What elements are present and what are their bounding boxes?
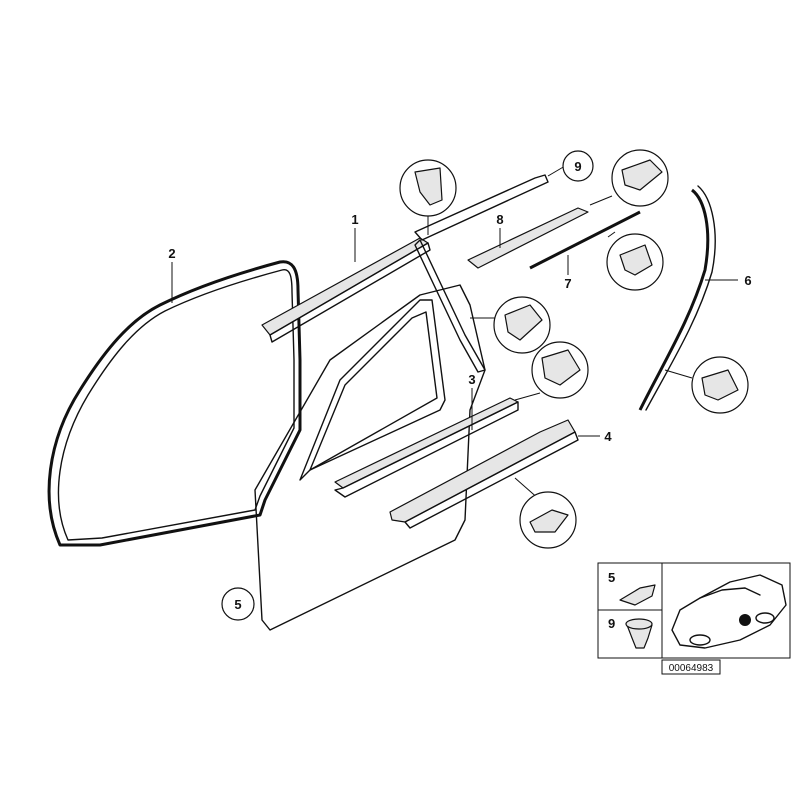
- label-9: 9: [574, 159, 581, 174]
- location-marker: [739, 614, 751, 626]
- part-4-sill-trim: [389, 419, 579, 529]
- inset-label-5: 5: [608, 570, 615, 585]
- diagram-code: 00064983: [669, 663, 714, 674]
- inset-label-9: 9: [608, 616, 615, 631]
- label-6: 6: [744, 273, 751, 288]
- part-6-vertical-seal: [638, 185, 716, 411]
- label-5: 5: [234, 597, 241, 612]
- part-1-upper-channel: [261, 237, 431, 343]
- clip-icon: [619, 584, 656, 606]
- label-4: 4: [604, 429, 612, 444]
- part-3-belt-seal: [334, 397, 519, 498]
- part-7-thin-seal: [529, 210, 641, 270]
- label-1: 1: [351, 212, 358, 227]
- label-8: 8: [496, 212, 503, 227]
- inset-panel: 5 9 00064983: [597, 562, 791, 675]
- door-panel: [254, 284, 486, 631]
- part-9-top-trim: [414, 174, 549, 373]
- part-8-trim-strip: [467, 207, 589, 269]
- car-icon: [671, 574, 787, 649]
- detail-views: [399, 149, 749, 549]
- part-2-frame-seal: [47, 260, 302, 547]
- part-labels: 1 2 3 4 5 6 7 8 9: [168, 150, 752, 621]
- label-9-circle: [562, 150, 594, 182]
- label-7: 7: [564, 276, 571, 291]
- label-2: 2: [168, 246, 175, 261]
- leader-lines: [171, 165, 738, 501]
- label-3: 3: [468, 372, 475, 387]
- label-5-circle: [221, 587, 255, 621]
